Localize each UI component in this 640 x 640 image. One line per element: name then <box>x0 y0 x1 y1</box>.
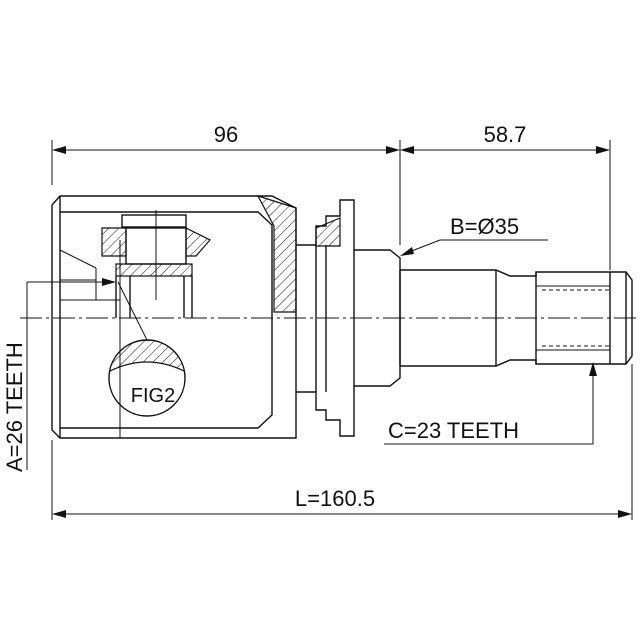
overall-length-label: L=160.5 <box>295 486 375 511</box>
fig2-label: FIG2 <box>131 385 175 407</box>
dimension-58-7-label: 58.7 <box>484 122 527 147</box>
outer-spline-label: C=23 TEETH <box>388 418 519 443</box>
bore-diameter-label: B=Ø35 <box>450 214 519 239</box>
tripod-roller <box>101 210 211 318</box>
bore-diameter-callout: B=Ø35 <box>400 214 548 256</box>
inner-spline-label: A=26 TEETH <box>2 342 27 472</box>
dimension-96-label: 96 <box>214 122 238 147</box>
dimension-96: 96 <box>51 122 401 245</box>
inner-spline-callout: A=26 TEETH <box>2 278 116 472</box>
bell-housing <box>51 194 297 439</box>
fig2-detail: FIG2 <box>108 281 186 417</box>
dimension-overall-length: L=160.5 <box>51 364 633 520</box>
dimension-58-7: 58.7 <box>400 122 611 270</box>
outer-spline-callout: C=23 TEETH <box>384 362 597 445</box>
stub-shaft <box>399 269 633 367</box>
